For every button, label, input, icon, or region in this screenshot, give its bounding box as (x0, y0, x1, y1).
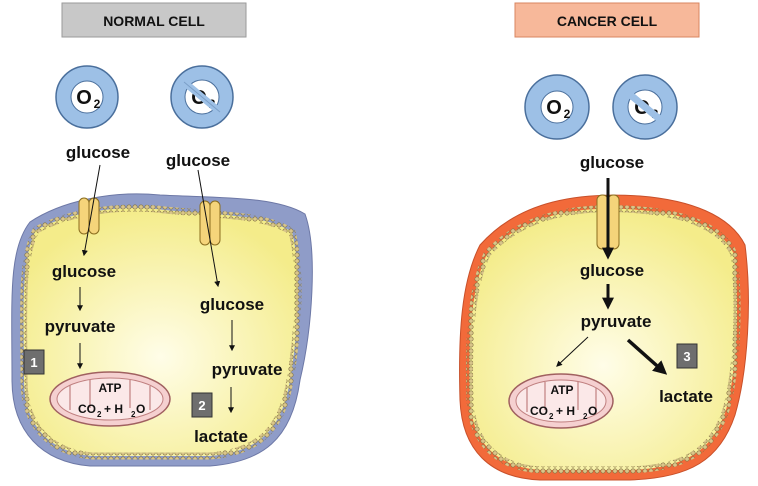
glucose-label: glucose (200, 295, 264, 314)
lactate-label: lactate (194, 427, 248, 446)
pyruvate-label: pyruvate (581, 312, 652, 331)
cancer-cell-title-box (514, 2, 700, 38)
cancer-cell-title: CANCER CELL (557, 13, 658, 29)
svg-text:O: O (588, 404, 597, 418)
normal-cell: NORMAL CELL O 2 O 2 glucose glucose (11, 2, 313, 467)
svg-text:CO: CO (530, 404, 548, 418)
glucose-label: glucose (52, 262, 116, 281)
atp-label: ATP (550, 383, 573, 397)
normal-cell-title: NORMAL CELL (103, 13, 205, 29)
cancer-cell: CANCER CELL O 2 O 2 glucose glucose pyru… (459, 2, 749, 481)
oxygen-absent-icon: O 2 (612, 74, 678, 140)
svg-text:3: 3 (683, 349, 690, 364)
step-badge (676, 343, 698, 369)
pyruvate-label: pyruvate (212, 360, 283, 379)
svg-text:1: 1 (30, 355, 37, 370)
oxygen-present-icon: O 2 (55, 65, 119, 129)
arrow (197, 169, 221, 288)
step-badge (191, 392, 213, 418)
glucose-outside-label: glucose (580, 153, 644, 172)
svg-text:2: 2 (94, 97, 101, 111)
svg-text:2: 2 (564, 107, 571, 121)
glucose-outside-label: glucose (166, 151, 230, 170)
svg-text:2: 2 (583, 412, 588, 421)
oxygen-present-icon: O 2 (524, 74, 590, 140)
pyruvate-label: pyruvate (45, 317, 116, 336)
mitochondrion-icon (508, 373, 614, 429)
normal-cell-title-box (61, 2, 247, 38)
glucose-transporter-icon (78, 197, 100, 235)
svg-text:+ H: + H (104, 402, 123, 416)
glucose-transporter-icon (199, 200, 221, 246)
svg-text:CO: CO (78, 402, 96, 416)
svg-text:2: 2 (198, 398, 205, 413)
arrow (81, 164, 101, 257)
glucose-label: glucose (580, 261, 644, 280)
lactate-label: lactate (659, 387, 713, 406)
step-badge (23, 349, 45, 375)
mitochondrion-icon (49, 371, 171, 427)
svg-text:2: 2 (131, 410, 136, 419)
thick-arrow (626, 338, 668, 375)
svg-text:2: 2 (97, 410, 102, 419)
co2-h2o-label: CO 2 + H 2 O (530, 404, 597, 421)
svg-text:2: 2 (549, 412, 554, 421)
oxygen-absent-icon: O 2 (170, 65, 234, 129)
arrow (556, 336, 589, 367)
svg-text:O: O (76, 87, 92, 109)
co2-h2o-label: CO 2 + H 2 O (78, 402, 145, 419)
svg-text:+ H: + H (556, 404, 575, 418)
svg-text:O: O (136, 402, 145, 416)
glucose-outside-label: glucose (66, 143, 130, 162)
svg-text:O: O (546, 97, 562, 119)
atp-label: ATP (98, 381, 121, 395)
